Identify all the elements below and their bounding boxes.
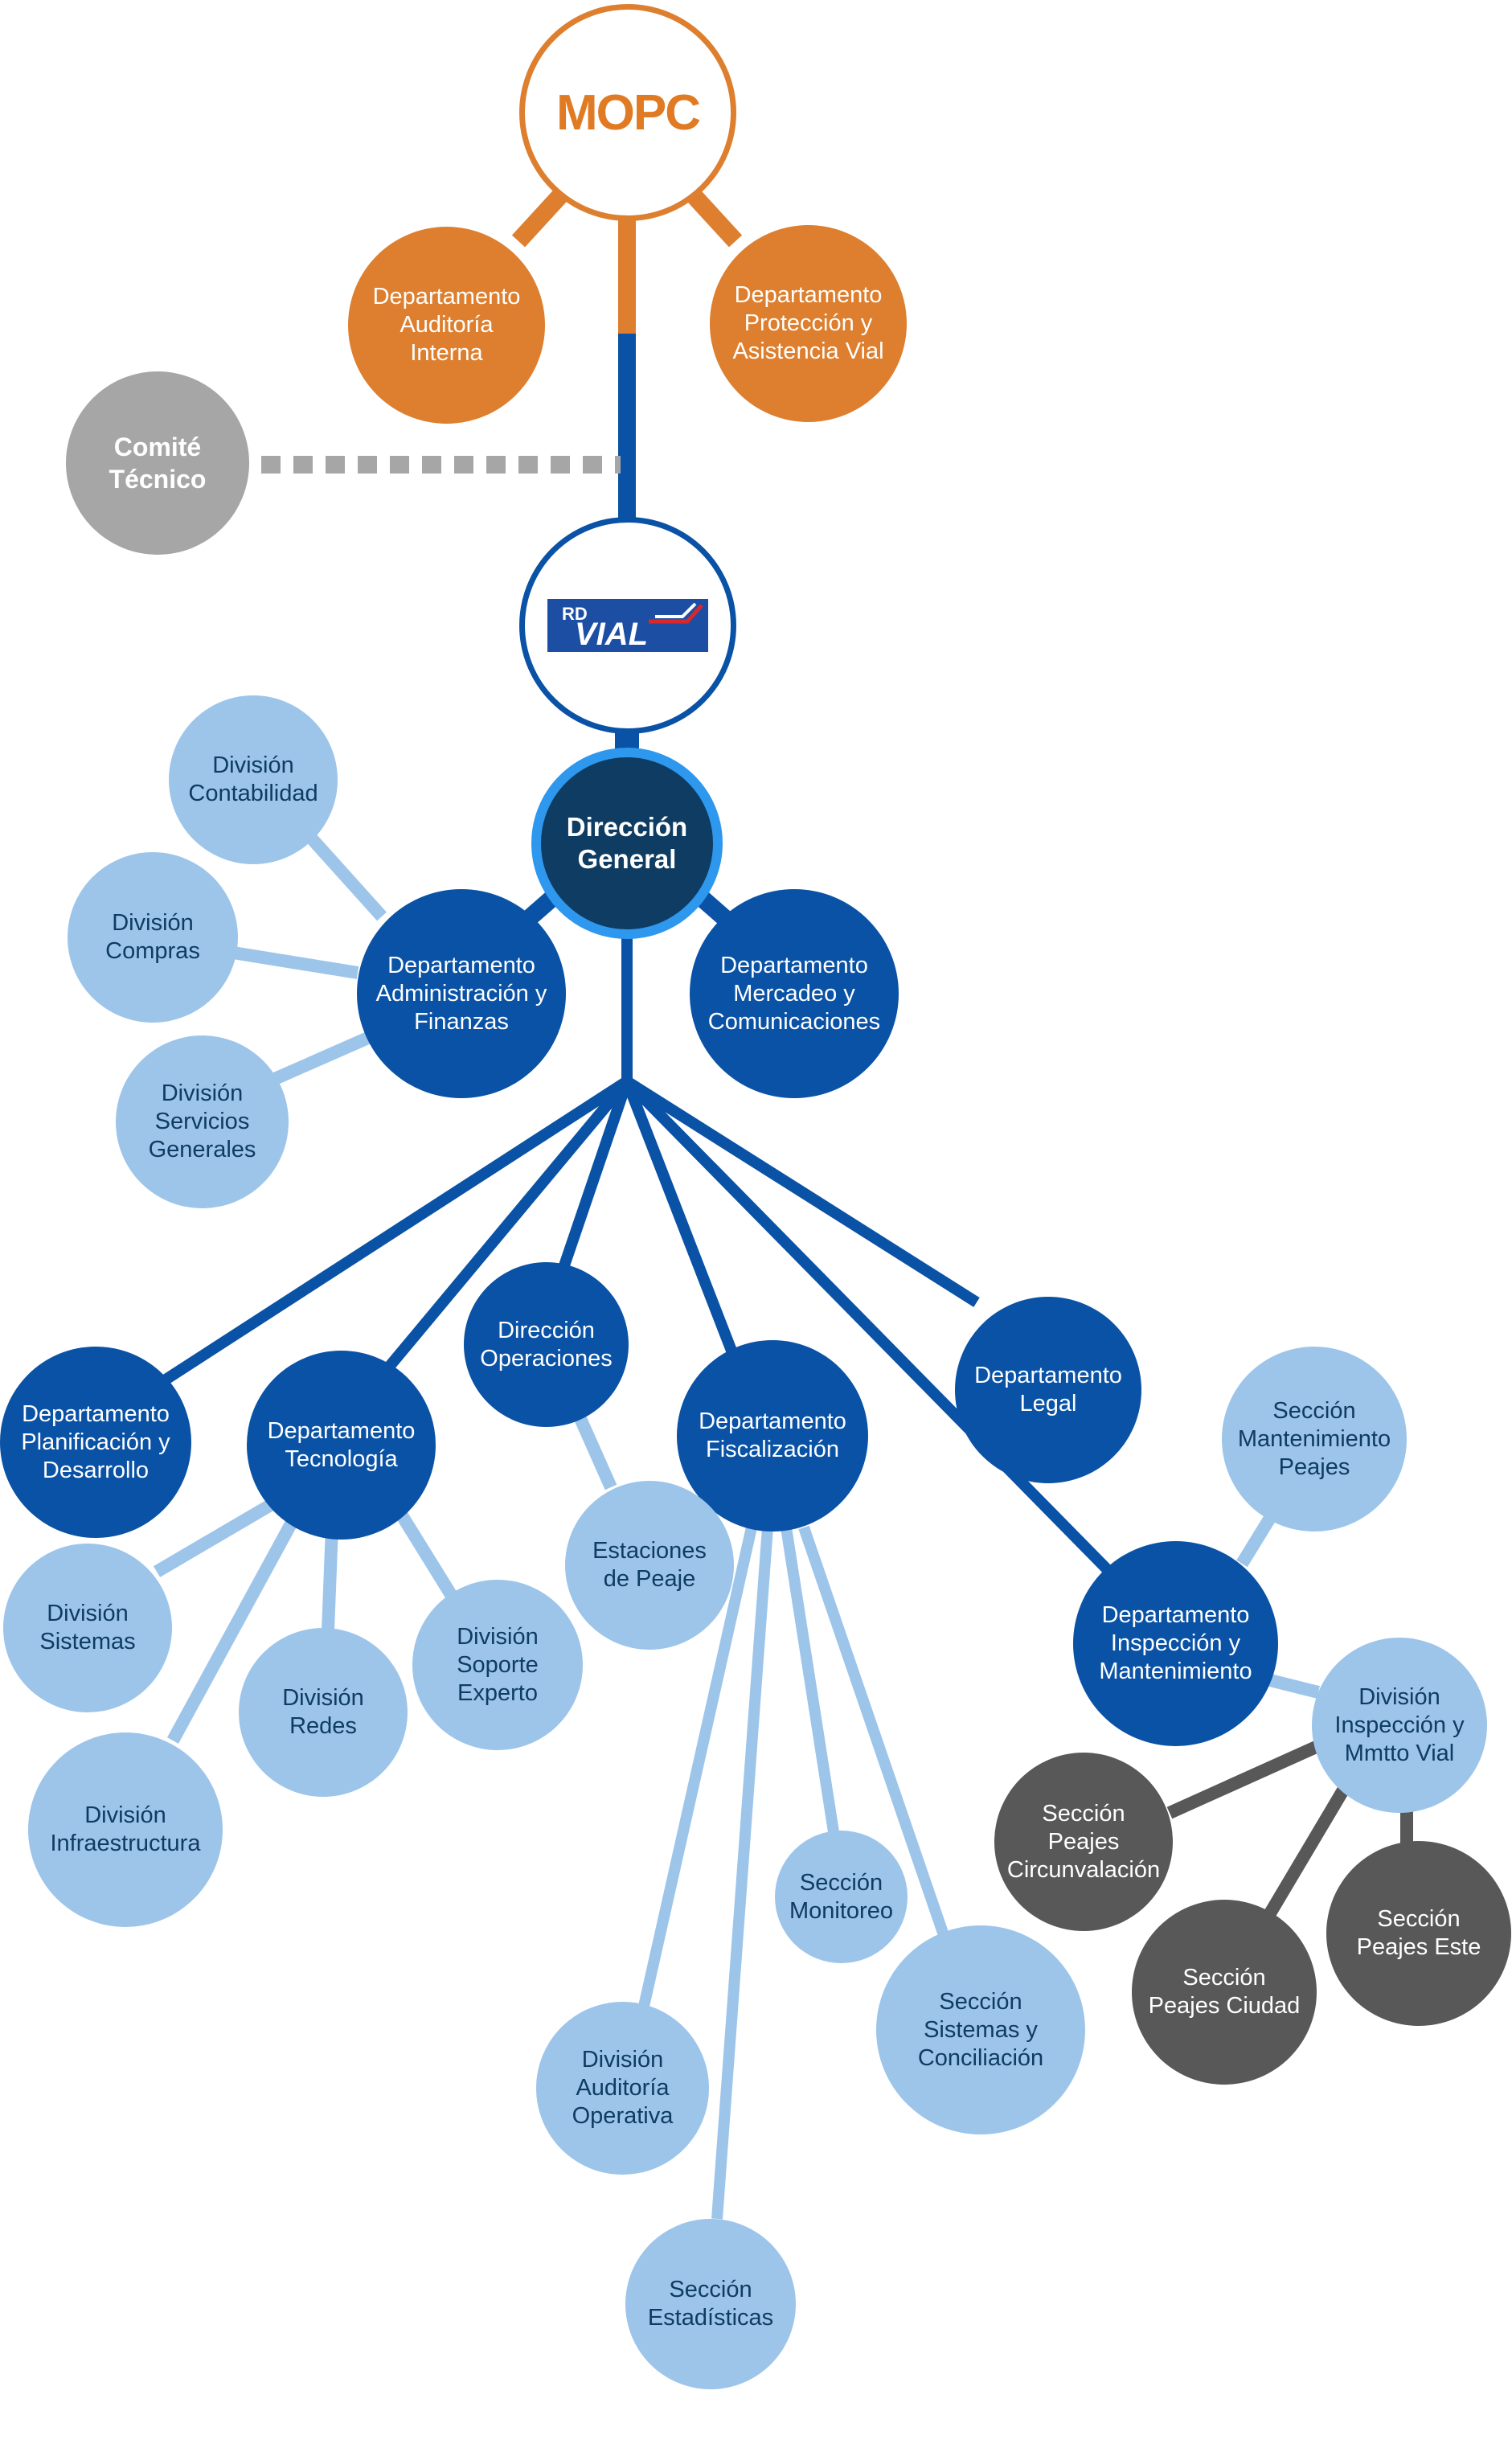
mopc-logo: MOPC	[519, 4, 736, 221]
connector-mopc-proteccion	[684, 187, 743, 248]
connector-fis-monitoreo	[781, 1526, 840, 1839]
connector-mopc-auditoria	[511, 187, 570, 248]
connector-admin-compras	[232, 946, 359, 979]
rdvial-flag-icon	[649, 602, 703, 624]
node-direccion-general[interactable]: Dirección General	[531, 748, 723, 939]
connector-hub-legal	[624, 1076, 980, 1307]
connector-div-circunvalacion	[1166, 1734, 1334, 1819]
node-comite-tecnico[interactable]: Comité Técnico	[66, 371, 249, 555]
mopc-logo-text: MOPC	[556, 84, 701, 141]
node-inspeccion[interactable]: Departamento Inspección y Mantenimiento	[1073, 1541, 1278, 1746]
node-mercadeo[interactable]: Departamento Mercadeo y Comunicaciones	[690, 889, 899, 1098]
node-div-contabilidad[interactable]: División Contabilidad	[169, 695, 338, 864]
connector-hub-inspeccion	[623, 1077, 1121, 1584]
connector-hub-tecnologia	[381, 1077, 632, 1375]
node-div-insp-mmtto[interactable]: División Inspección y Mmtto Vial	[1312, 1638, 1487, 1813]
connector-tec-soporte	[396, 1511, 460, 1604]
rdvial-logo-top: RD	[562, 604, 588, 624]
node-sec-peajes-este[interactable]: Sección Peajes Este	[1326, 1841, 1511, 2026]
rdvial-logo-badge: RD VIAL	[547, 599, 708, 652]
node-div-auditoria-operativa[interactable]: División Auditoría Operativa	[536, 2002, 709, 2175]
node-div-infraestructura[interactable]: División Infraestructura	[28, 1732, 223, 1927]
connector-hub-fiscalizacion	[621, 1079, 737, 1353]
node-auditoria-interna[interactable]: Departamento Auditoría Interna	[348, 227, 545, 424]
connector-fis-estadisticas	[711, 1527, 773, 2220]
node-sec-sistemas-conciliacion[interactable]: Sección Sistemas y Conciliación	[876, 1925, 1085, 2134]
node-proteccion-asistencia[interactable]: Departamento Protección y Asistencia Via…	[710, 225, 907, 422]
connector-admin-contabilidad	[305, 831, 387, 921]
connector-insp-mant	[1236, 1507, 1280, 1568]
node-sec-circunvalacion[interactable]: Sección Peajes Circunvalación	[994, 1753, 1173, 1931]
connector-hub-planificacion	[158, 1076, 630, 1388]
node-sec-estadisticas[interactable]: Sección Estadísticas	[625, 2219, 796, 2389]
connector-fis-sistemas	[798, 1525, 950, 1940]
node-estaciones-peaje[interactable]: Estaciones de Peaje	[565, 1481, 734, 1650]
node-sec-monitoreo[interactable]: Sección Monitoreo	[775, 1831, 908, 1963]
node-operaciones[interactable]: Dirección Operaciones	[464, 1262, 629, 1427]
connector-tec-redes	[322, 1527, 338, 1631]
connector-op-estaciones	[572, 1412, 617, 1490]
connector-admin-servicios	[266, 1031, 373, 1088]
connector-tec-infra	[166, 1516, 300, 1744]
connector-div-ciudad	[1264, 1781, 1352, 1917]
node-sec-peajes-ciudad[interactable]: Sección Peajes Ciudad	[1132, 1900, 1317, 2085]
connector-tec-sistemas	[153, 1498, 277, 1577]
connector-insp-division	[1268, 1674, 1320, 1699]
node-tecnologia[interactable]: Departamento Tecnología	[247, 1351, 436, 1540]
node-div-compras[interactable]: División Compras	[68, 852, 238, 1023]
node-div-servicios[interactable]: División Servicios Generales	[116, 1035, 289, 1208]
node-fiscalizacion[interactable]: Departamento Fiscalización	[677, 1340, 868, 1531]
connector-hub-operaciones	[557, 1079, 633, 1273]
rdvial-logo-bottom: VIAL	[575, 617, 649, 652]
connector-fis-auditoria	[637, 1526, 757, 2011]
node-planificacion[interactable]: Departamento Planificación y Desarrollo	[0, 1347, 191, 1538]
rdvial-logo: RD VIAL	[519, 517, 736, 734]
node-legal[interactable]: Departamento Legal	[955, 1297, 1141, 1483]
node-div-redes[interactable]: División Redes	[239, 1628, 408, 1797]
node-sec-mant-peajes[interactable]: Sección Mantenimiento Peajes	[1222, 1347, 1407, 1531]
node-div-sistemas[interactable]: División Sistemas	[3, 1544, 172, 1712]
node-div-soporte[interactable]: División Soporte Experto	[412, 1580, 583, 1750]
node-admin-finanzas[interactable]: Departamento Administración y Finanzas	[357, 889, 566, 1098]
